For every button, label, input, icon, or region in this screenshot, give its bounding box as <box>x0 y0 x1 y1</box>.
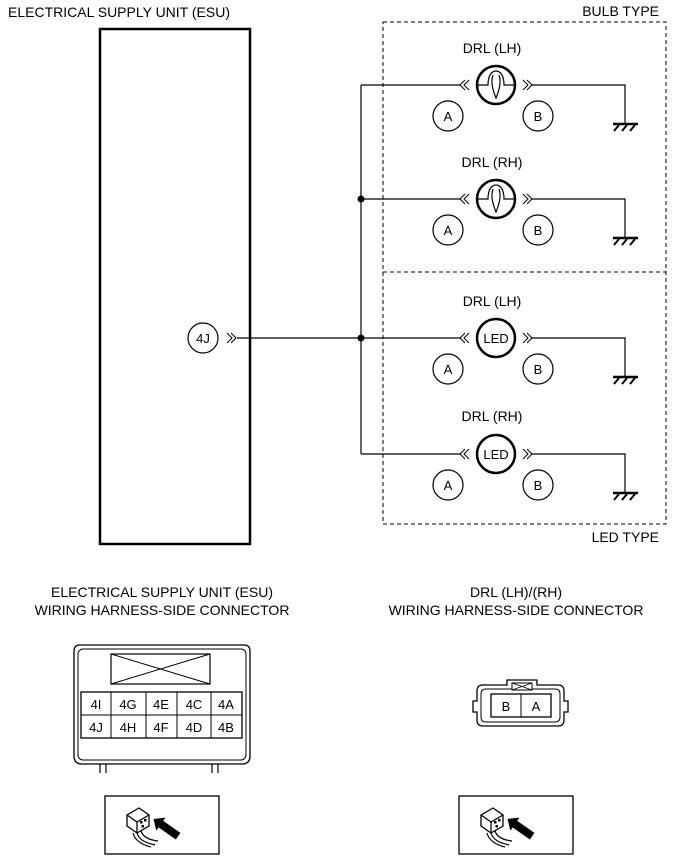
drl-lh-bulb-label: DRL (LH) <box>463 40 522 56</box>
terminal-b: B <box>534 109 543 124</box>
led-type-label: LED TYPE <box>592 529 659 545</box>
ground-icon <box>611 375 640 386</box>
pin-4d: 4D <box>186 720 203 735</box>
ground-icon <box>611 122 640 133</box>
drl-connector-title-line2: WIRING HARNESS-SIDE CONNECTOR <box>389 602 644 618</box>
drl-rh-led-label: DRL (RH) <box>462 408 523 424</box>
drl-rh-led: DRL (RH) LED A B <box>432 408 554 501</box>
junction-dot <box>357 334 365 342</box>
esu-connector-title-line2: WIRING HARNESS-SIDE CONNECTOR <box>35 602 290 618</box>
junction-dot <box>357 195 365 203</box>
terminal-4j-circle <box>187 322 219 354</box>
terminal-a: A <box>444 223 453 238</box>
drl-pin-b: B <box>502 699 511 714</box>
drl-lh-bulb: DRL (LH) A B <box>432 40 554 132</box>
esu-connector-face <box>73 644 251 773</box>
terminal-a: A <box>444 109 453 124</box>
led-symbol: LED <box>483 447 508 462</box>
drl-connector-face <box>472 679 569 727</box>
drl-pin-a: A <box>532 699 541 714</box>
terminal-b: B <box>534 362 543 377</box>
drl-rh-bulb: DRL (RH) A B <box>432 154 554 246</box>
drl-lh-led: DRL (LH) LED A B <box>432 293 554 385</box>
pin-4c: 4C <box>186 697 203 712</box>
drl-lh-led-label: DRL (LH) <box>463 293 522 309</box>
pin-4j: 4J <box>89 720 103 735</box>
pin-4i: 4I <box>91 697 102 712</box>
ground-icon <box>611 236 640 247</box>
dashed-type-frame <box>382 21 667 525</box>
bulb-filament-icon <box>477 70 515 86</box>
pin-4b: 4B <box>218 720 234 735</box>
esu-box <box>98 27 252 546</box>
pin-4e: 4E <box>153 697 169 712</box>
terminal-a: A <box>444 478 453 493</box>
esu-connector-title-line1: ELECTRICAL SUPPLY UNIT (ESU) <box>51 584 273 600</box>
esu-title: ELECTRICAL SUPPLY UNIT (ESU) <box>8 4 230 20</box>
bulb-filament-icon <box>477 184 515 200</box>
pin-4g: 4G <box>119 697 136 712</box>
pin-4f: 4F <box>153 720 168 735</box>
terminal-b: B <box>534 223 543 238</box>
terminal-b: B <box>534 478 543 493</box>
terminal-4j-label: 4J <box>196 331 210 346</box>
pin-4a: 4A <box>218 697 234 712</box>
drl-rh-bulb-label: DRL (RH) <box>462 154 523 170</box>
drl-connector-title-line1: DRL (LH)/(RH) <box>470 584 562 600</box>
terminal-a: A <box>444 362 453 377</box>
pin-4h: 4H <box>120 720 137 735</box>
bulb-type-label: BULB TYPE <box>582 3 659 19</box>
wiring-lines <box>237 84 626 493</box>
ground-icon <box>611 491 640 502</box>
led-symbol: LED <box>483 331 508 346</box>
